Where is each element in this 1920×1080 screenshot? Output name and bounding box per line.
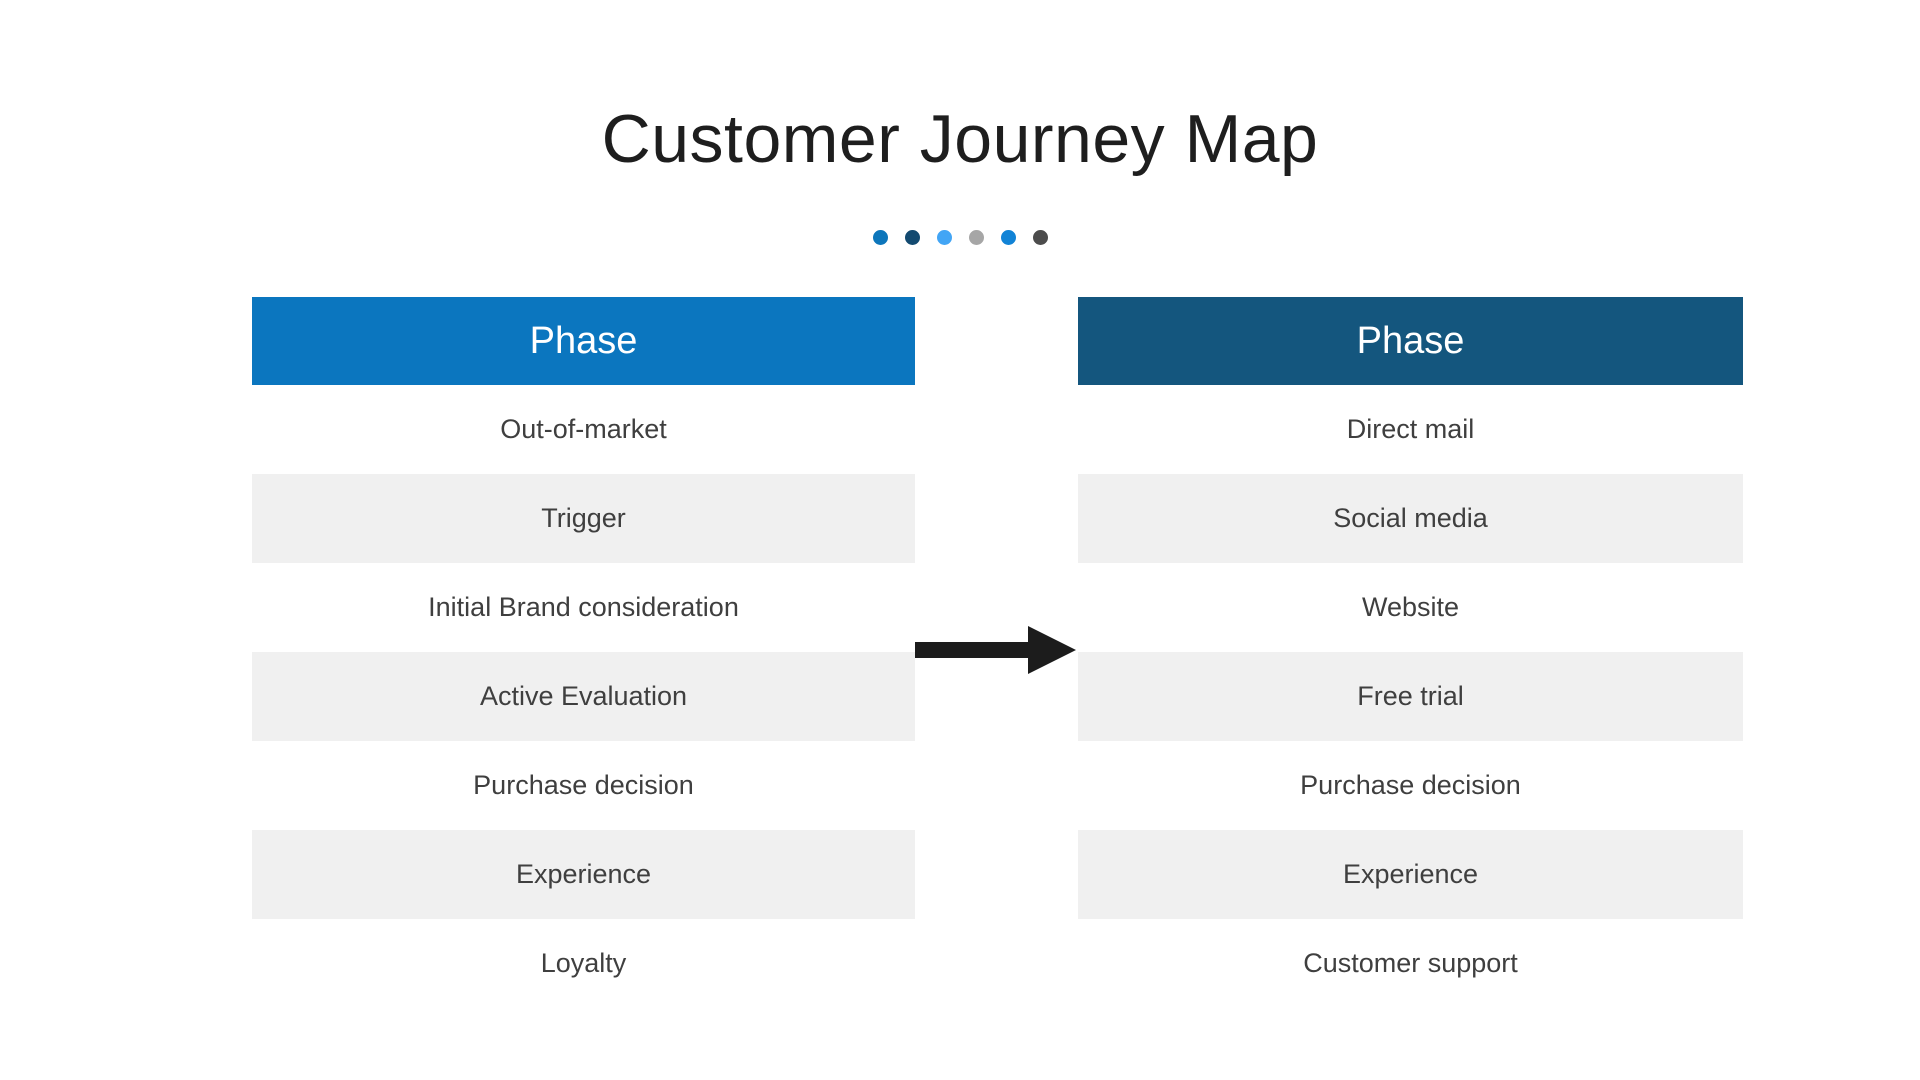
phase-row-label: Trigger bbox=[541, 503, 626, 533]
phase-row-label: Experience bbox=[515, 859, 652, 889]
phase-row: Initial Brand consideration bbox=[252, 563, 915, 652]
phase-row-label: Out-of-market bbox=[500, 414, 667, 444]
phase-row: Purchase decision bbox=[252, 741, 915, 830]
phase-row-label: Purchase decision bbox=[473, 770, 694, 800]
phase-row-label: Loyalty bbox=[540, 948, 627, 978]
decorative-dot-3 bbox=[936, 230, 952, 245]
phase-row-label: Purchase decision bbox=[1300, 770, 1521, 800]
phase-row-label: Initial Brand consideration bbox=[428, 592, 739, 622]
phase-row: Active Evaluation bbox=[252, 652, 915, 741]
phase-row: Website bbox=[1078, 563, 1743, 652]
phase-column-left-rows: Out-of-market Trigger Initial Brand cons… bbox=[252, 385, 915, 1008]
phase-row-label: Social media bbox=[1333, 503, 1488, 533]
phase-row: Social media bbox=[1078, 474, 1743, 563]
phase-row-label: Active Evaluation bbox=[479, 681, 688, 711]
phase-row-label: Direct mail bbox=[1346, 414, 1475, 444]
phase-row: Loyalty bbox=[252, 919, 915, 1008]
decorative-dot-6 bbox=[1032, 230, 1048, 245]
phase-row: Direct mail bbox=[1078, 385, 1743, 474]
arrow-head-icon bbox=[1028, 626, 1076, 674]
phase-row: Purchase decision bbox=[1078, 741, 1743, 830]
phase-row: Customer support bbox=[1078, 919, 1743, 1008]
phase-row-label: Free trial bbox=[1357, 681, 1464, 711]
decorative-dot-2 bbox=[904, 230, 920, 245]
phase-column-right-header-label: Phase bbox=[1356, 319, 1465, 362]
phase-column-right-rows: Direct mail Social media Website Free tr… bbox=[1078, 385, 1743, 1008]
decorative-dot-5 bbox=[1000, 230, 1016, 245]
arrow-shaft bbox=[915, 642, 1028, 658]
phase-column-left: Phase Out-of-market Trigger Initial Bran… bbox=[252, 297, 915, 1008]
phase-row: Free trial bbox=[1078, 652, 1743, 741]
phase-column-left-header: Phase bbox=[252, 297, 915, 385]
phase-row-label: Customer support bbox=[1303, 948, 1518, 978]
phase-row-label: Experience bbox=[1342, 859, 1479, 889]
phase-row: Experience bbox=[1078, 830, 1743, 919]
phase-row-label: Website bbox=[1361, 592, 1460, 622]
decorative-dot-4 bbox=[968, 230, 984, 245]
phase-row: Trigger bbox=[252, 474, 915, 563]
phase-column-right: Phase Direct mail Social media Website F… bbox=[1078, 297, 1743, 1008]
phase-column-right-header: Phase bbox=[1078, 297, 1743, 385]
page-title: Customer Journey Map bbox=[601, 101, 1319, 177]
phase-column-left-header-label: Phase bbox=[529, 319, 638, 362]
decorative-dot-1 bbox=[872, 230, 888, 245]
decorative-dots-row bbox=[0, 230, 1920, 245]
phase-row: Out-of-market bbox=[252, 385, 915, 474]
right-arrow bbox=[915, 626, 1076, 674]
phase-row: Experience bbox=[252, 830, 915, 919]
